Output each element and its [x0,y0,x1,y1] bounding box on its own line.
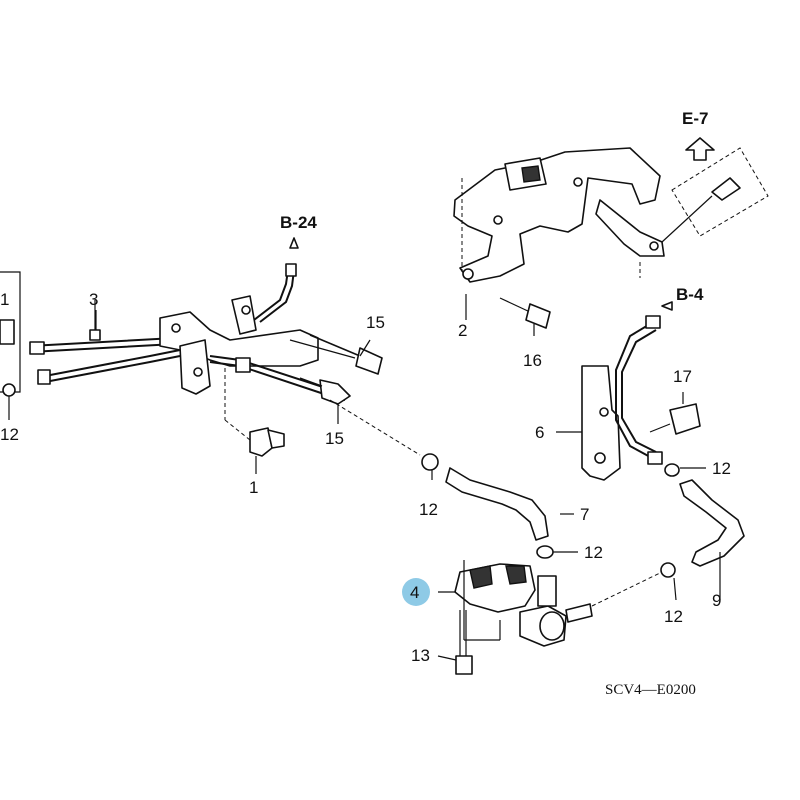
clamp-12-right-bottom [660,562,676,578]
arrow-left-icon [661,301,673,311]
label-part-2: 2 [458,321,467,340]
label-part-12-right-top: 12 [712,459,731,478]
label-part-15-bottom: 15 [325,429,344,448]
ref-label-b24: B-24 [280,213,317,232]
bolt-17 [649,392,701,435]
label-part-15-top: 15 [366,313,385,332]
clamp-12-mid [421,453,439,471]
clamp-12-right-top [664,463,680,477]
label-part-7: 7 [580,505,589,524]
bolt-16 [499,297,551,329]
clamp-12-hose-7 [536,545,554,559]
hose-9 [679,479,745,600]
label-part-16: 16 [523,351,542,370]
label-part-13: 13 [411,646,430,665]
pipe-assembly-left [0,263,348,457]
highlight-badge-4 [402,578,430,606]
label-part-1-left: 1 [0,290,9,309]
bolt-15-bottom [299,377,351,424]
e7-detail-box [661,137,769,243]
label-part-12-mid: 12 [419,500,438,519]
label-part-9: 9 [712,591,721,610]
label-part-3: 3 [89,290,98,309]
pipe-b4 [615,315,663,465]
label-part-4: 4 [410,583,419,602]
label-part-12-left: 12 [0,425,19,444]
label-part-6: 6 [535,423,544,442]
arrow-up-icon [289,237,299,249]
ref-label-e7: E-7 [682,109,708,128]
label-part-1-bottom: 1 [249,478,258,497]
diagram-code: SCV4—E0200 [605,682,696,698]
hose-7 [445,467,574,541]
label-part-12-right-bottom: 12 [664,607,683,626]
valve-assembly-4 [454,560,593,647]
bracket-6 [581,365,621,481]
bolt-15-top [289,334,383,375]
label-part-12-hose-7: 12 [584,543,603,562]
ref-label-b4: B-4 [676,285,704,304]
label-part-17: 17 [673,367,692,386]
bracket-2 [453,147,665,283]
bolt-13 [455,610,473,675]
